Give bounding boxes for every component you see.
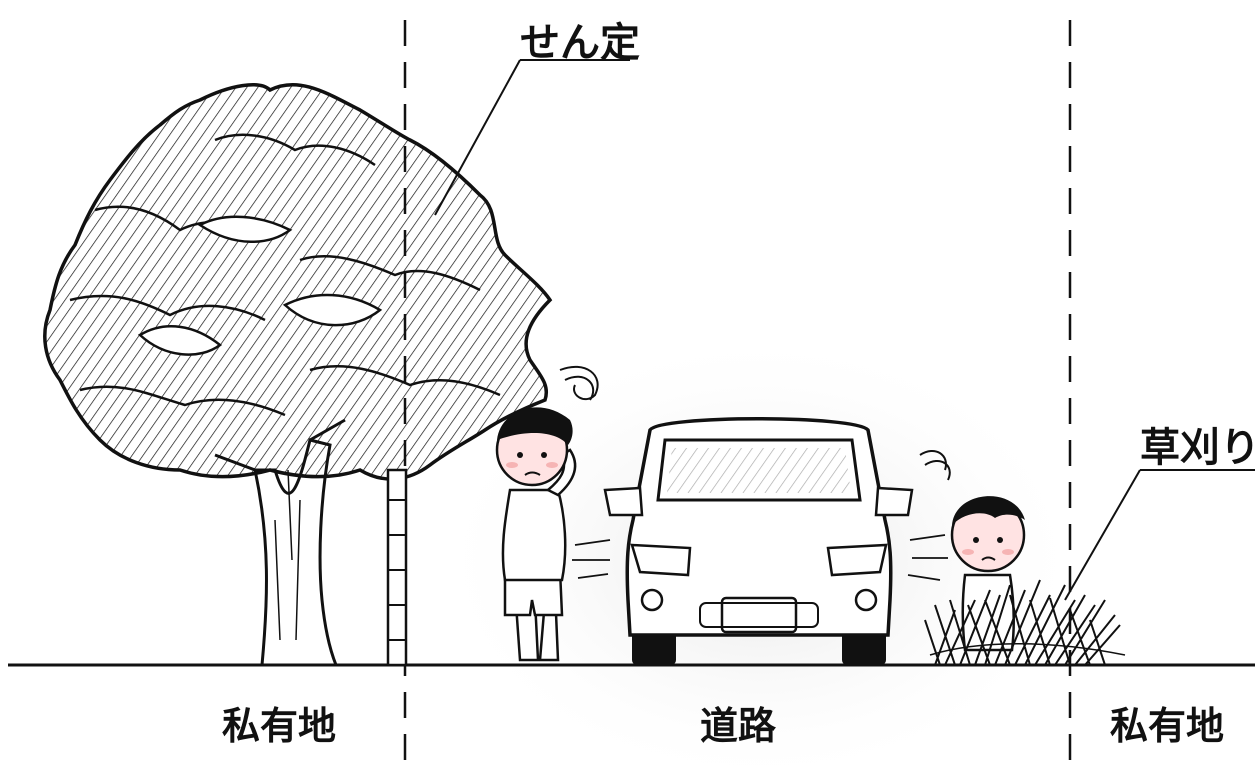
label-grass-cutting: 草刈り: [1140, 425, 1255, 471]
pruning-pointer-line: [434, 59, 521, 216]
person-standing: [495, 365, 599, 662]
label-pruning: せん定: [520, 20, 640, 66]
license-plate: [720, 596, 798, 634]
car: [572, 417, 951, 665]
grass-pointer-line: [1064, 469, 1141, 601]
grass-clump: [924, 579, 1126, 666]
label-road: 道路: [700, 704, 777, 748]
person-child: [950, 496, 1026, 652]
label-private-land-right: 私有地: [1110, 704, 1225, 748]
fence-post: [386, 468, 408, 667]
tree: [43, 82, 553, 667]
label-private-land-left: 私有地: [222, 704, 337, 748]
